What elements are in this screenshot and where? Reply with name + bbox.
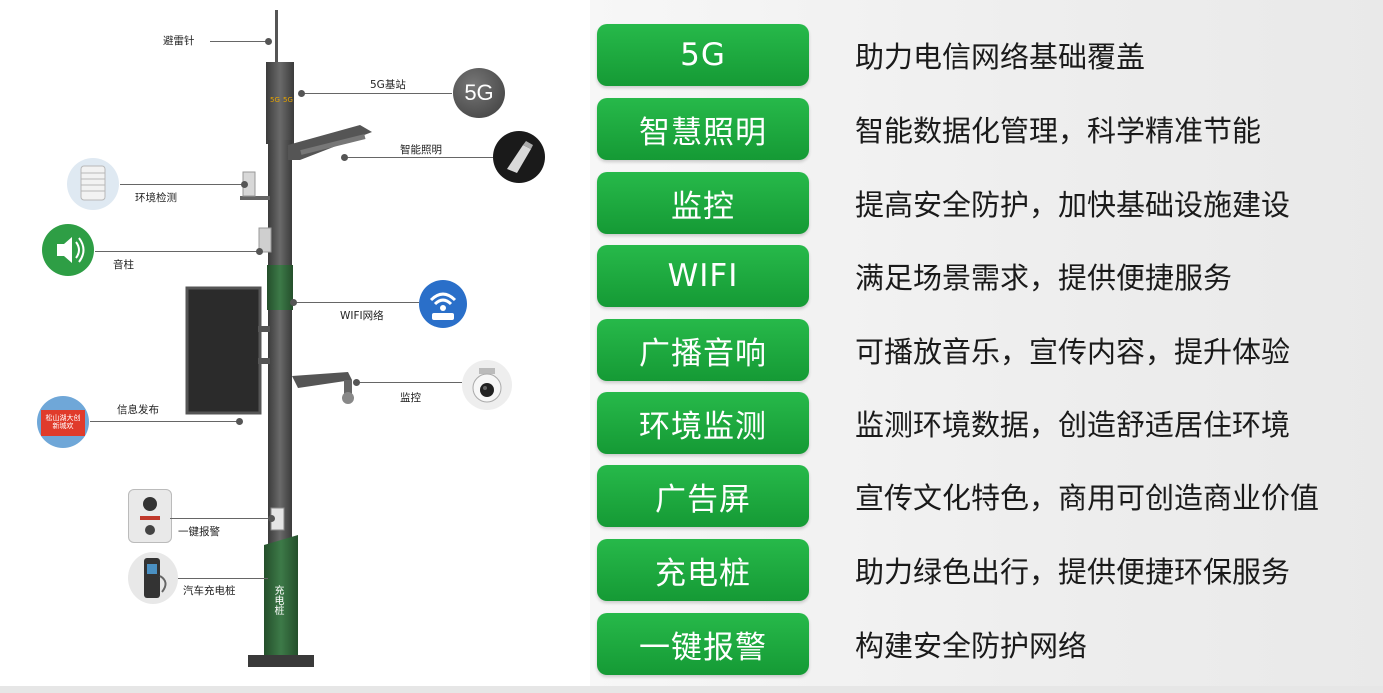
wifi-leader	[294, 302, 419, 303]
charger-label: 汽车充电桩	[183, 585, 236, 597]
camera-icon	[462, 360, 512, 410]
feature-badge-alarm: 一键报警	[597, 613, 809, 675]
base-station-leader	[302, 93, 452, 94]
feature-badge-environment: 环境监测	[597, 392, 809, 454]
info-release-label: 信息发布	[117, 404, 159, 416]
camera-label: 监控	[400, 392, 421, 404]
feature-desc-environment: 监测环境数据，创造舒适居住环境	[855, 408, 1291, 442]
pole-5g-mark-2: 5G	[283, 96, 293, 104]
feature-desc-ad-screen: 宣传文化特色，商用可创造商业价值	[855, 481, 1320, 515]
lightning-rod-label: 避雷针	[163, 35, 195, 47]
5g-badge-icon: 5G	[453, 68, 505, 118]
speaker-label: 音柱	[113, 259, 134, 271]
environment-label: 环境检测	[135, 192, 177, 204]
charger-leader	[178, 578, 268, 579]
pole-charger-text: 充电桩	[272, 585, 283, 615]
smart-pole-illustration	[185, 10, 372, 667]
feature-row-5g: 5G 助力电信网络基础覆盖	[597, 24, 1377, 86]
feature-badge-ad-screen: 广告屏	[597, 465, 809, 527]
feature-desc-monitoring: 提高安全防护，加快基础设施建设	[855, 188, 1291, 222]
wifi-icon	[419, 280, 467, 328]
feature-desc-wifi: 满足场景需求，提供便捷服务	[855, 261, 1233, 295]
speaker-icon	[42, 224, 94, 276]
lamp-icon	[493, 131, 545, 183]
feature-badge-charger: 充电桩	[597, 539, 809, 601]
camera-leader	[357, 382, 462, 383]
feature-row-monitoring: 监控 提高安全防护，加快基础设施建设	[597, 172, 1377, 234]
smart-lighting-dot	[341, 154, 348, 161]
feature-row-charger: 充电桩 助力绿色出行，提供便捷环保服务	[597, 539, 1377, 601]
environment-leader	[120, 184, 245, 185]
billboard-text: 松山湖大创新城欢	[45, 413, 81, 430]
bottom-strip	[0, 686, 1383, 693]
feature-row-smart-lighting: 智慧照明 智能数据化管理，科学精准节能	[597, 98, 1377, 160]
feature-badge-wifi: WIFI	[597, 245, 809, 307]
smart-pole-diagram: 5G 5G 充电桩 避雷针 5G基站 5G 智能照明 环境检测	[0, 0, 590, 693]
pole-5g-mark: 5G	[270, 96, 280, 104]
feature-badge-5g: 5G	[597, 24, 809, 86]
environment-dot	[241, 181, 248, 188]
feature-desc-5g: 助力电信网络基础覆盖	[855, 40, 1146, 74]
wifi-label: WIFI网络	[340, 310, 384, 322]
feature-desc-broadcast: 可播放音乐，宣传内容，提升体验	[855, 335, 1291, 369]
alarm-label: 一键报警	[178, 526, 220, 538]
speaker-dot	[256, 248, 263, 255]
feature-desc-charger: 助力绿色出行，提供便捷环保服务	[855, 555, 1291, 589]
feature-badge-smart-lighting: 智慧照明	[597, 98, 809, 160]
base-station-label: 5G基站	[370, 79, 406, 91]
weather-station-icon	[67, 158, 119, 210]
info-release-leader	[90, 421, 240, 422]
speaker-leader	[95, 251, 260, 252]
billboard-icon: 松山湖大创新城欢	[37, 396, 89, 448]
info-release-dot	[236, 418, 243, 425]
camera-dot	[353, 379, 360, 386]
feature-row-broadcast: 广播音响 可播放音乐，宣传内容，提升体验	[597, 319, 1377, 381]
base-station-dot	[298, 90, 305, 97]
lightning-rod-leader	[210, 41, 268, 42]
alarm-dot	[268, 515, 275, 522]
alarm-leader	[170, 518, 270, 519]
feature-badge-broadcast: 广播音响	[597, 319, 809, 381]
feature-desc-alarm: 构建安全防护网络	[855, 629, 1088, 663]
feature-row-wifi: WIFI 满足场景需求，提供便捷服务	[597, 245, 1377, 307]
feature-row-alarm: 一键报警 构建安全防护网络	[597, 613, 1377, 675]
feature-badge-monitoring: 监控	[597, 172, 809, 234]
ev-charger-icon	[128, 552, 178, 604]
smart-lighting-label: 智能照明	[400, 144, 442, 156]
lightning-rod-dot	[265, 38, 272, 45]
feature-row-ad-screen: 广告屏 宣传文化特色，商用可创造商业价值	[597, 465, 1377, 527]
alarm-icon	[128, 489, 172, 543]
feature-row-environment: 环境监测 监测环境数据，创造舒适居住环境	[597, 392, 1377, 454]
wifi-dot	[290, 299, 297, 306]
feature-desc-smart-lighting: 智能数据化管理，科学精准节能	[855, 114, 1262, 148]
5g-badge-text: 5G	[464, 80, 494, 105]
smart-lighting-leader	[345, 157, 493, 158]
